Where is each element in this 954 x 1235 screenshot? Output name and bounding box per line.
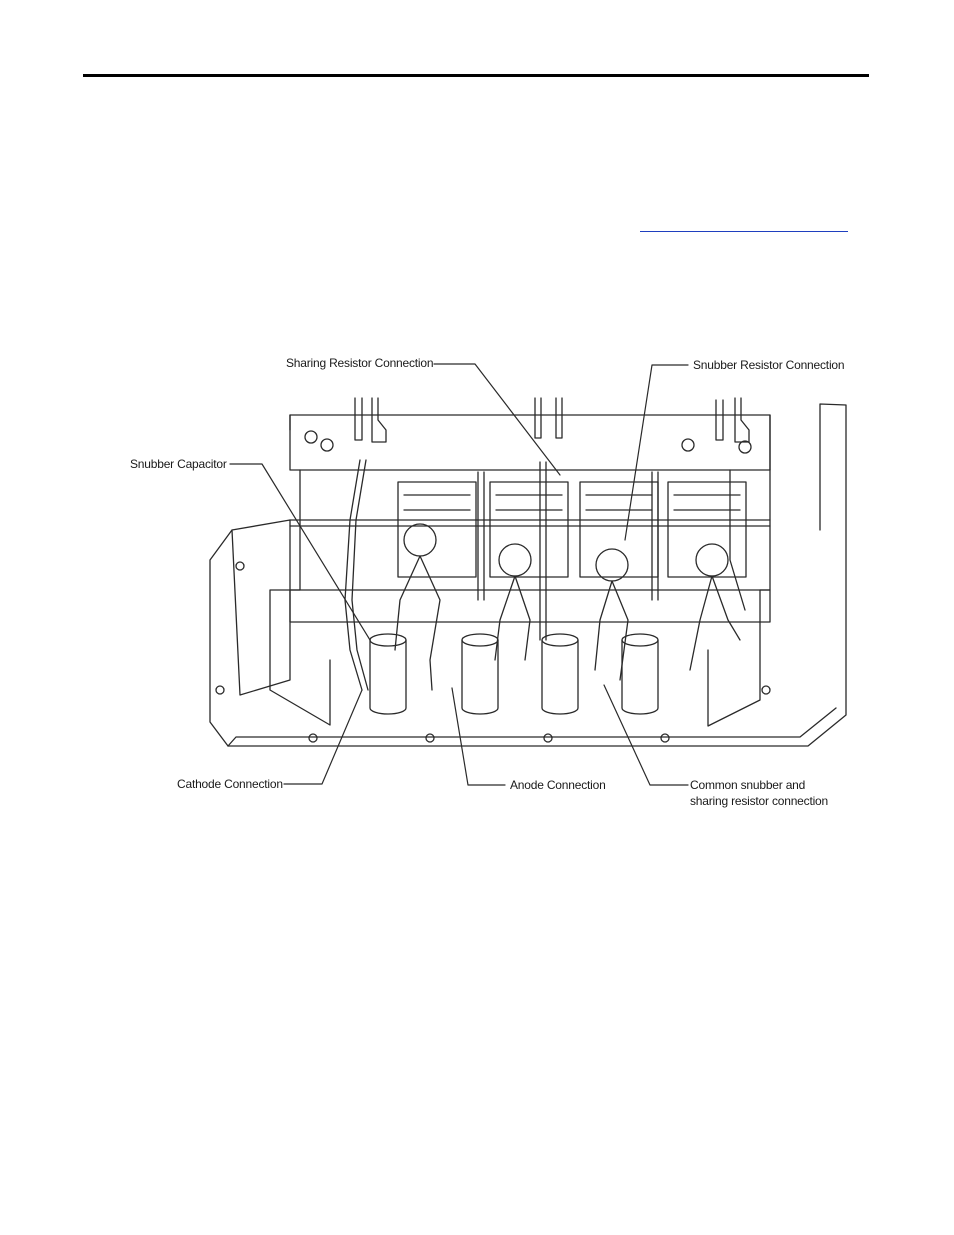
callout-sharing-resistor: Sharing Resistor Connection — [286, 355, 433, 371]
callout-common-line1: Common snubber and — [690, 777, 805, 793]
base-plate-outline — [210, 404, 846, 746]
callout-snubber-resistor: Snubber Resistor Connection — [693, 357, 844, 373]
leader-lines — [230, 364, 688, 785]
callout-cathode: Cathode Connection — [177, 776, 283, 792]
callout-common-line2: sharing resistor connection — [690, 793, 828, 809]
callout-snubber-capacitor: Snubber Capacitor — [130, 456, 227, 472]
right-frame — [708, 470, 770, 726]
base-plate — [232, 520, 290, 695]
clamp-brackets — [355, 398, 749, 442]
heatsink-modules — [398, 482, 746, 581]
callout-anode: Anode Connection — [510, 777, 606, 793]
left-frame — [270, 470, 330, 725]
mounting-holes — [216, 562, 770, 742]
snubber-capacitors — [370, 634, 658, 714]
clamp-bar — [290, 590, 770, 622]
